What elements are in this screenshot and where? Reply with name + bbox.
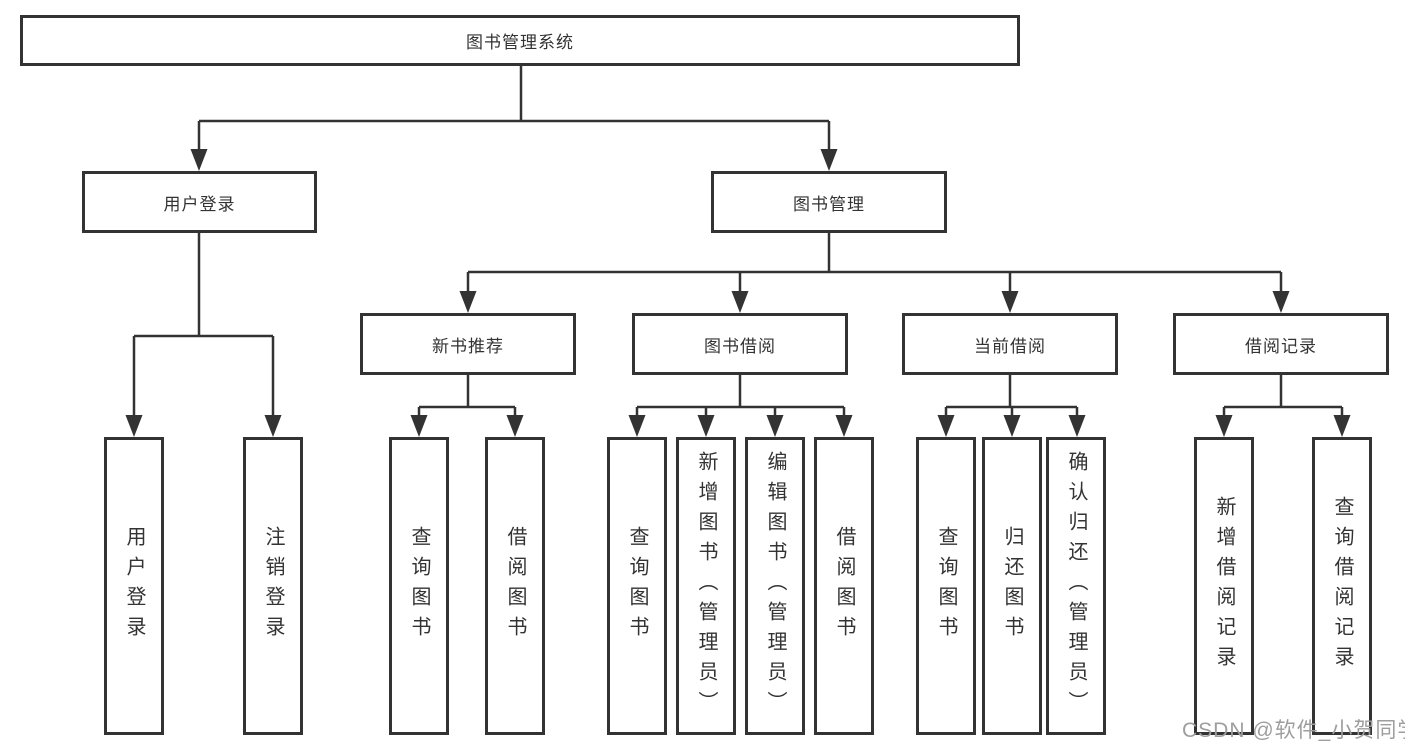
connector-current-borrow-to-leaves <box>944 375 1079 417</box>
arrowhead <box>410 415 428 437</box>
leaf-query-books-recommend: 查询图书 <box>389 437 449 735</box>
node-label: 图书管理系统 <box>466 33 574 52</box>
arrowhead <box>1001 291 1019 313</box>
leaf-return-book: 归还图书 <box>982 437 1042 735</box>
node-label: 查询借阅记录 <box>1331 496 1353 676</box>
connector-root-to-level2 <box>197 66 831 151</box>
arrowhead <box>766 415 784 437</box>
node-label: 编辑图书（管理员） <box>764 451 786 721</box>
arrowhead <box>835 415 853 437</box>
node-label: 新增借阅记录 <box>1213 496 1235 676</box>
node-label: 借阅记录 <box>1245 336 1317 356</box>
node-label: 注销登录 <box>262 526 284 646</box>
arrowhead <box>190 149 208 171</box>
node-book-borrowing: 图书借阅 <box>632 313 848 375</box>
leaf-borrow-book: 借阅图书 <box>814 437 874 735</box>
connector-records-to-leaves <box>1222 375 1344 417</box>
arrowhead <box>697 415 715 437</box>
arrowhead <box>1003 415 1021 437</box>
arrowhead <box>125 415 143 437</box>
node-label: 借阅图书 <box>833 526 855 646</box>
node-label: 当前借阅 <box>974 336 1046 356</box>
node-new-book-recommendation: 新书推荐 <box>360 313 576 375</box>
leaf-query-books-current: 查询图书 <box>916 437 976 735</box>
arrowhead <box>937 415 955 437</box>
node-label: 查询图书 <box>626 526 648 646</box>
node-label: 借阅图书 <box>504 526 526 646</box>
node-label: 确认归还（管理员） <box>1065 451 1087 721</box>
node-label: 归还图书 <box>1001 526 1023 646</box>
leaf-query-borrow-record: 查询借阅记录 <box>1312 437 1372 735</box>
connector-user-login-to-leaves <box>132 233 275 417</box>
arrowhead <box>1272 291 1290 313</box>
leaf-query-books-borrow: 查询图书 <box>607 437 667 735</box>
node-book-management: 图书管理 <box>711 171 947 233</box>
arrowhead <box>731 291 749 313</box>
leaf-borrow-books-recommend: 借阅图书 <box>485 437 545 735</box>
leaf-logout: 注销登录 <box>243 437 303 735</box>
node-user-login: 用户登录 <box>82 171 317 233</box>
leaf-edit-book-admin: 编辑图书（管理员） <box>745 437 805 735</box>
arrowhead <box>1068 415 1086 437</box>
node-current-borrowing: 当前借阅 <box>902 313 1118 375</box>
node-label: 查询图书 <box>408 526 430 646</box>
node-label: 新书推荐 <box>432 336 504 356</box>
node-label: 图书管理 <box>793 194 865 214</box>
arrowhead <box>1215 415 1233 437</box>
node-borrowing-records: 借阅记录 <box>1173 313 1389 375</box>
watermark-csdn: CSDN @软件_小贺同学 <box>1182 719 1405 742</box>
leaf-confirm-return-admin: 确认归还（管理员） <box>1046 437 1106 735</box>
node-label: 图书借阅 <box>704 336 776 356</box>
leaf-user-login: 用户登录 <box>104 437 164 735</box>
connector-new-book-to-leaves <box>417 375 517 417</box>
leaf-add-book-admin: 新增图书（管理员） <box>676 437 736 735</box>
arrowhead <box>459 291 477 313</box>
arrowhead <box>1333 415 1351 437</box>
node-label: 查询图书 <box>935 526 957 646</box>
arrowhead <box>264 415 282 437</box>
connector-book-borrow-to-leaves <box>635 375 846 417</box>
arrowhead <box>506 415 524 437</box>
arrowhead <box>820 149 838 171</box>
leaf-add-borrow-record: 新增借阅记录 <box>1194 437 1254 735</box>
node-label: 用户登录 <box>123 526 145 646</box>
connector-book-mgmt-to-level3 <box>466 233 1283 293</box>
node-library-management-system: 图书管理系统 <box>20 15 1020 66</box>
node-label: 新增图书（管理员） <box>695 451 717 721</box>
arrowhead <box>628 415 646 437</box>
node-label: 用户登录 <box>163 194 236 214</box>
